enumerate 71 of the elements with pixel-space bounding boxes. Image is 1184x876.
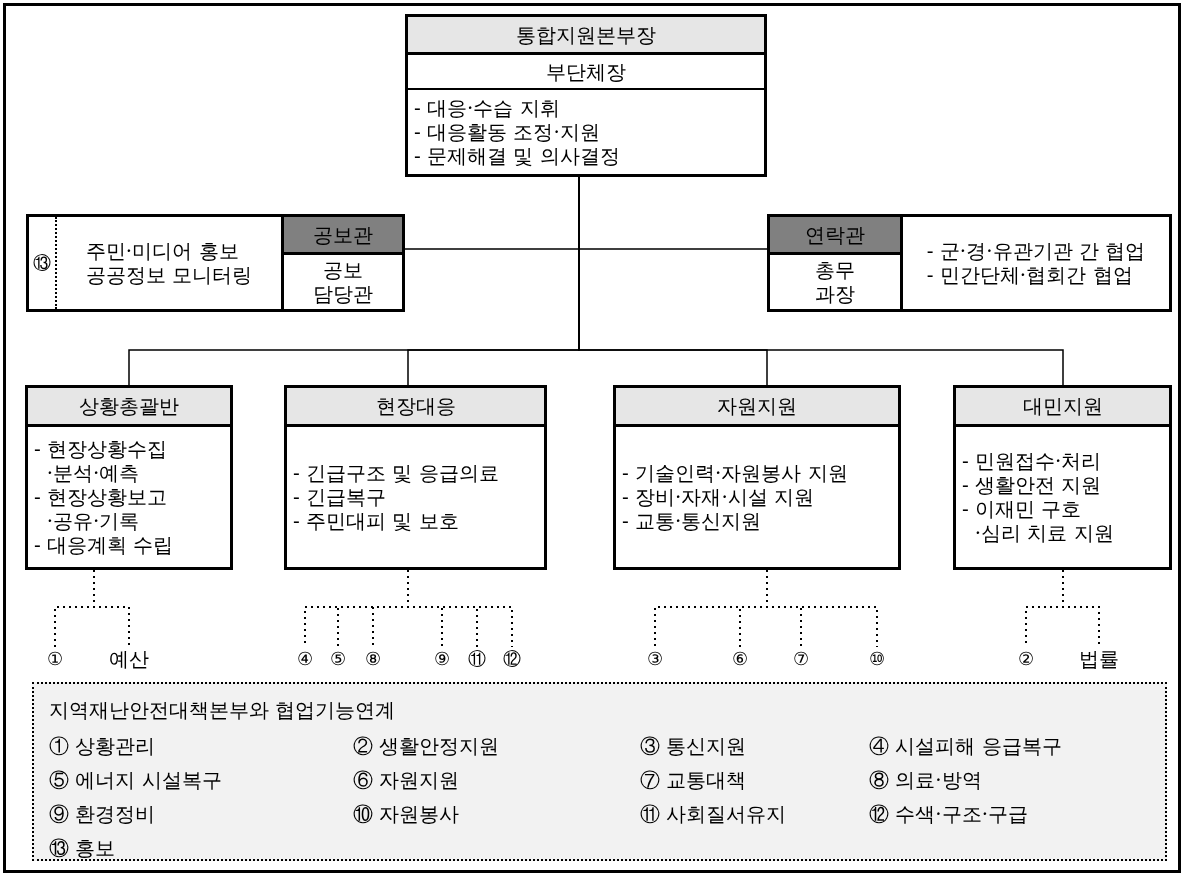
note-item: ⑫ 수색·구조·구급 [869, 802, 1029, 826]
note-item: ⑥ 자원지원 [353, 768, 460, 792]
circled-number: ② [1011, 647, 1041, 673]
bullet-text: - 긴급복구 [293, 485, 388, 509]
branch-label: 법률 [1073, 647, 1125, 673]
circled-number: ① [40, 647, 70, 673]
bullet-text: - 장비·자재·시설 지원 [622, 485, 816, 509]
dotted-connector [93, 569, 130, 648]
circled-number: ⑧ [358, 647, 388, 673]
box-subheader: 부단체장 [408, 55, 764, 90]
note-title: 지역재난안전대책본부와 협업기능연계 [49, 698, 396, 722]
box-header: 통합지원본부장 [408, 17, 764, 55]
bullet-text: - 기술인력·자원봉사 지원 [622, 461, 849, 485]
dotted-connector [407, 569, 513, 648]
description-text: 공공정보 모니터링 [85, 263, 253, 287]
box-header: 대민지원 [956, 388, 1169, 427]
note-item: ⑧ 의료·방역 [869, 768, 982, 792]
org-box [284, 385, 547, 570]
note-item: ⑪ 사회질서유지 [640, 802, 787, 826]
circled-number: ④ [290, 647, 320, 673]
org-box [281, 214, 405, 312]
org-box [25, 385, 233, 570]
description-text: - 군·경·유관기관 간 협업 [926, 239, 1146, 263]
box-header: 현장대응 [287, 388, 544, 427]
bullet-text: - 대응·수습 지휘 [414, 96, 561, 120]
bullet-text: - 대응계획 수립 [34, 533, 175, 557]
note-item: ⑨ 환경정비 [49, 802, 156, 826]
note-item: ① 상황관리 [49, 734, 156, 758]
note-item: ③ 통신지원 [640, 734, 747, 758]
role-text: 총무 과장 [814, 258, 856, 306]
box-header: 자원지원 [616, 388, 898, 427]
bullet-text: - 긴급구조 및 응급의료 [293, 461, 500, 485]
note-box [32, 682, 1167, 861]
box-header: 연락관 [770, 217, 900, 255]
circled-number: ⑤ [323, 647, 353, 673]
circled-number: ⑨ [427, 647, 457, 673]
bullet-text: - 생활안전 지원 [962, 473, 1103, 497]
description-box [900, 214, 1172, 312]
box-header: 공보관 [284, 217, 402, 255]
org-box [953, 385, 1172, 570]
bullet-text: - 현장상황수집 ·분석·예측 [34, 437, 169, 485]
circled-number: ⑫ [497, 647, 527, 673]
description-text: 주민·미디어 홍보 [85, 239, 240, 263]
circled-number: ⑬ [29, 217, 57, 309]
org-box [767, 214, 903, 312]
circled-number: ⑪ [462, 647, 492, 673]
note-item: ⑤ 에너지 시설복구 [49, 768, 222, 792]
bullet-text: - 현장상황보고 ·공유·기록 [34, 485, 169, 533]
description-box [26, 214, 284, 312]
note-item: ⑩ 자원봉사 [353, 802, 460, 826]
org-box [405, 14, 767, 177]
note-item: ④ 시설피해 응급복구 [869, 734, 1062, 758]
note-item: ⑬ 홍보 [49, 836, 116, 860]
circled-number: ⑦ [786, 647, 816, 673]
description-text: - 민간단체·협회간 협업 [926, 263, 1134, 287]
circled-number: ③ [640, 647, 670, 673]
org-box [613, 385, 901, 570]
dotted-connector [766, 569, 878, 648]
box-header: 상황총괄반 [28, 388, 230, 427]
note-item: ② 생활안정지원 [353, 734, 500, 758]
circled-number: ⑥ [725, 647, 755, 673]
bullet-text: - 이재민 구호 ·심리 치료 지원 [962, 497, 1115, 545]
bullet-text: - 민원접수·처리 [962, 449, 1103, 473]
bullet-text: - 대응활동 조정·지원 [414, 120, 601, 144]
role-text: 공보 담당관 [313, 258, 373, 306]
bullet-text: - 교통·통신지원 [622, 509, 763, 533]
circled-number: ⑩ [862, 647, 892, 673]
branch-label: 예산 [103, 647, 155, 673]
bullet-text: - 주민대피 및 보호 [293, 509, 460, 533]
bullet-text: - 문제해결 및 의사결정 [414, 144, 621, 168]
note-item: ⑦ 교통대책 [640, 768, 747, 792]
